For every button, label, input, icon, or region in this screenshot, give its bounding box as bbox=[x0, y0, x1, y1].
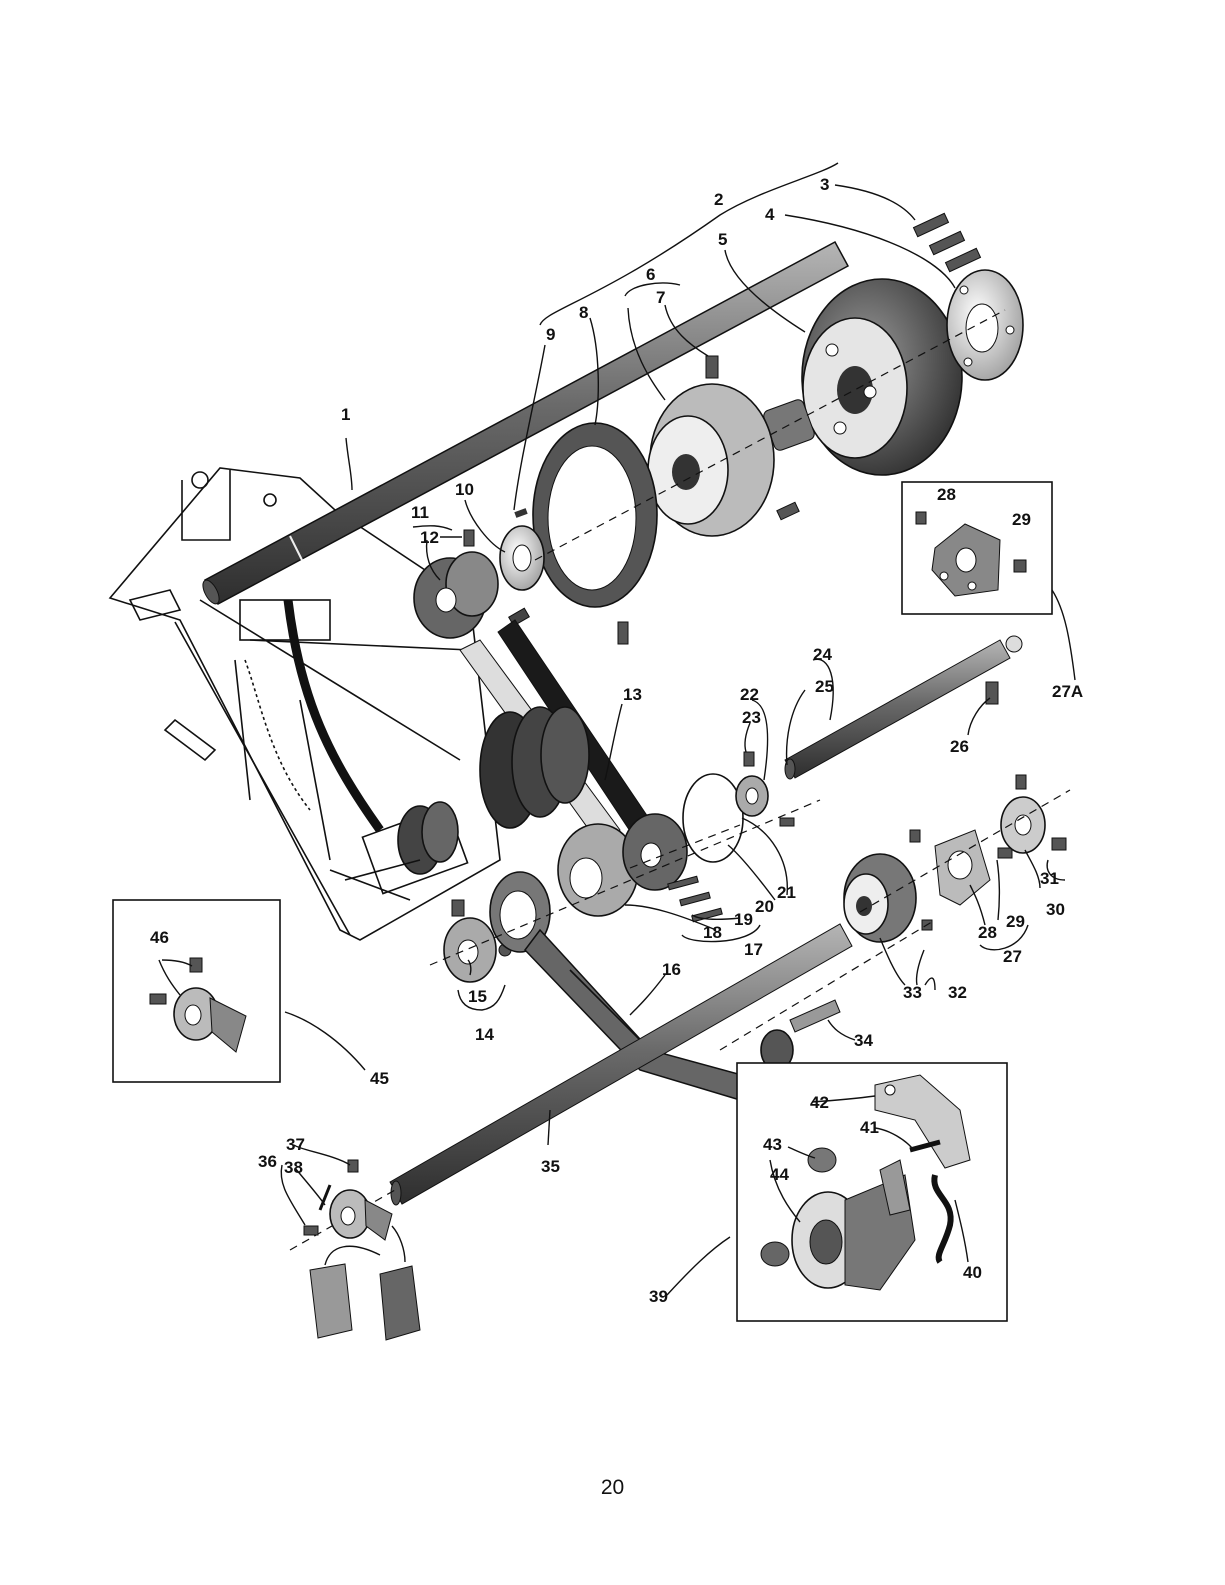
callout-8: 8 bbox=[579, 303, 588, 322]
callout-38: 38 bbox=[284, 1158, 303, 1177]
callout-24: 24 bbox=[813, 645, 832, 664]
callout-32: 32 bbox=[948, 983, 967, 1002]
callout-37: 37 bbox=[286, 1135, 305, 1154]
callout-20: 20 bbox=[755, 897, 774, 916]
page-number: 20 bbox=[0, 1476, 1225, 1500]
callout-25: 25 bbox=[815, 677, 834, 696]
callout-46: 46 bbox=[150, 928, 169, 947]
handwheel bbox=[802, 279, 962, 475]
callout-18: 18 bbox=[703, 923, 722, 942]
callout-17: 17 bbox=[744, 940, 763, 959]
inset-45 bbox=[113, 900, 280, 1082]
callout-11: 11 bbox=[411, 503, 429, 522]
callout-31: 31 bbox=[1040, 869, 1059, 888]
callout-6: 6 bbox=[646, 265, 655, 284]
callout-44: 44 bbox=[770, 1165, 789, 1184]
inset-39 bbox=[737, 1063, 1007, 1321]
callout-2: 2 bbox=[714, 190, 723, 209]
callout-39: 39 bbox=[649, 1287, 668, 1306]
callout-4: 4 bbox=[765, 205, 775, 224]
callout-19: 19 bbox=[734, 910, 753, 929]
callout-28-inset: 28 bbox=[937, 485, 956, 504]
callout-45: 45 bbox=[370, 1069, 389, 1088]
motor-pulley-assembly bbox=[480, 707, 589, 828]
callout-23: 23 bbox=[742, 708, 761, 727]
callout-36: 36 bbox=[258, 1152, 277, 1171]
callout-40: 40 bbox=[963, 1263, 982, 1282]
callout-3: 3 bbox=[820, 175, 829, 194]
inset-27a bbox=[902, 482, 1052, 614]
knurled-cam bbox=[844, 854, 932, 942]
callout-14: 14 bbox=[475, 1025, 494, 1044]
callout-5: 5 bbox=[718, 230, 727, 249]
callout-9: 9 bbox=[546, 325, 555, 344]
callout-1: 1 bbox=[341, 405, 350, 424]
callout-7: 7 bbox=[656, 288, 665, 307]
handwheel-flange bbox=[947, 270, 1023, 380]
callout-35: 35 bbox=[541, 1157, 560, 1176]
retaining-ring bbox=[683, 774, 743, 862]
pulley-hub bbox=[648, 356, 816, 536]
callout-10: 10 bbox=[455, 480, 474, 499]
callout-41: 41 bbox=[860, 1118, 879, 1137]
callout-13: 13 bbox=[623, 685, 642, 704]
callout-22: 22 bbox=[740, 685, 759, 704]
callout-29: 29 bbox=[1006, 912, 1025, 931]
callout-29-inset: 29 bbox=[1012, 510, 1031, 529]
callout-26: 26 bbox=[950, 737, 969, 756]
callout-42: 42 bbox=[810, 1093, 829, 1112]
callout-12: 12 bbox=[420, 528, 439, 547]
hinge-pin bbox=[761, 1000, 840, 1070]
callout-43: 43 bbox=[763, 1135, 782, 1154]
callout-28: 28 bbox=[978, 923, 997, 942]
callout-34: 34 bbox=[854, 1031, 873, 1050]
callout-15: 15 bbox=[468, 987, 487, 1006]
callout-30: 30 bbox=[1046, 900, 1065, 919]
callout-33: 33 bbox=[903, 983, 922, 1002]
callout-27: 27 bbox=[1003, 947, 1022, 966]
callout-16: 16 bbox=[662, 960, 681, 979]
handwheel-screws bbox=[913, 213, 980, 271]
callout-27a: 27A bbox=[1052, 682, 1083, 701]
callout-21: 21 bbox=[777, 883, 796, 902]
